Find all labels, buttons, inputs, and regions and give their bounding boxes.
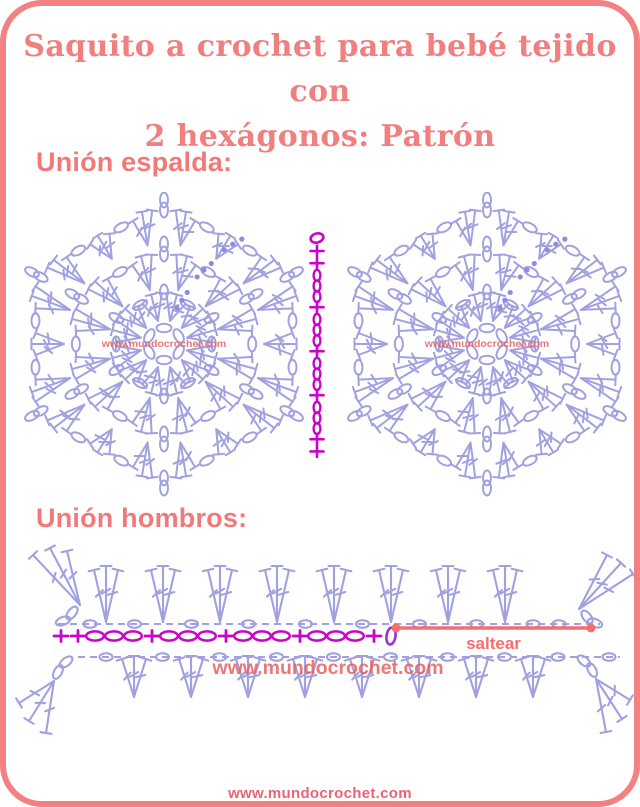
page-title: Saquito a crochet para bebé tejido con 2… xyxy=(6,24,634,159)
section-heading-union-espalda: Unión espalda: xyxy=(36,147,233,177)
skip-label: saltear xyxy=(466,634,521,653)
page-title-line2: 2 hexágonos: Patrón xyxy=(144,119,496,154)
diagram-union-hombros: saltear www.mundocrochet.com xyxy=(15,544,634,735)
page-title-line1: Saquito a crochet para bebé tejido con xyxy=(23,29,617,109)
hexagon-watermark: www.mundocrochet.com xyxy=(101,338,226,350)
section-heading-union-hombros: Unión hombros: xyxy=(36,503,248,533)
diagram-union-espalda: www.mundocrochet.com www.mundocrochet.com xyxy=(24,192,627,497)
website-footer: www.mundocrochet.com xyxy=(228,785,412,802)
big-watermark: www.mundocrochet.com xyxy=(211,657,443,679)
hexagon-watermark: www.mundocrochet.com xyxy=(424,338,549,350)
